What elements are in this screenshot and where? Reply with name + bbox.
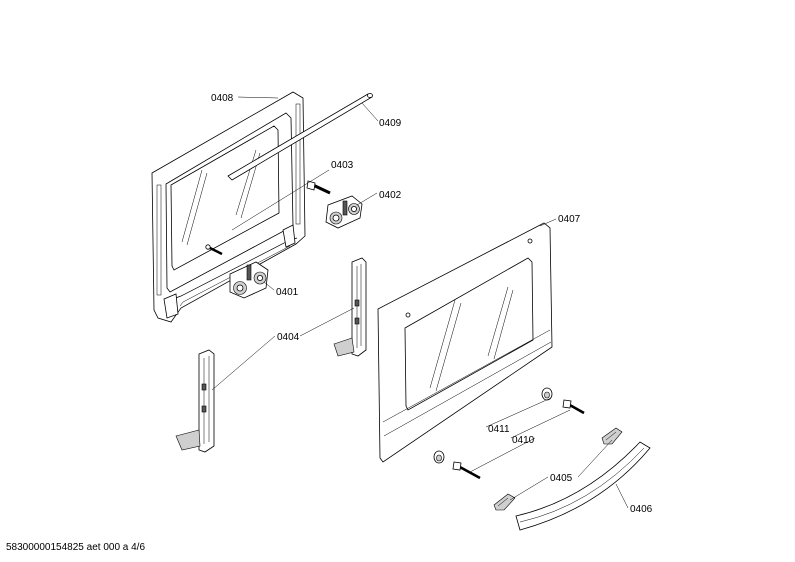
label-0406: 0406: [630, 504, 653, 515]
rod-part: [227, 93, 373, 181]
end-cap-right: [601, 427, 623, 445]
cap-part-lower: [433, 450, 445, 464]
hinge-bracket-0402: [325, 195, 363, 229]
screw-part-lower: [452, 461, 481, 480]
hinge-rail-right: [333, 257, 367, 357]
label-0410: 0410: [512, 435, 535, 446]
screw-part-upper: [562, 399, 585, 415]
label-0409: 0409: [379, 118, 402, 129]
label-0405: 0405: [550, 473, 573, 484]
document-footer: 58300000154825 aet 000 a 4/6: [6, 542, 146, 553]
door-handle: [515, 441, 651, 531]
label-0407: 0407: [558, 214, 581, 225]
label-0402: 0402: [379, 190, 402, 201]
hinge-bracket-0401: [229, 261, 269, 299]
leader-lines: [211, 96, 629, 509]
end-cap-left: [493, 493, 516, 511]
label-0401: 0401: [276, 287, 299, 298]
label-0408: 0408: [211, 93, 234, 104]
label-0411: 0411: [488, 424, 510, 435]
screw-part-0403: [306, 180, 331, 195]
label-0404: 0404: [277, 332, 300, 343]
outer-door-panel: [377, 222, 553, 463]
label-0403: 0403: [331, 160, 354, 171]
frame-bolt: [205, 244, 223, 256]
hinge-rail-left: [175, 349, 215, 453]
part-labels: 0408 0409 0403 0402 0407 0401 0404 0411 …: [211, 93, 653, 515]
